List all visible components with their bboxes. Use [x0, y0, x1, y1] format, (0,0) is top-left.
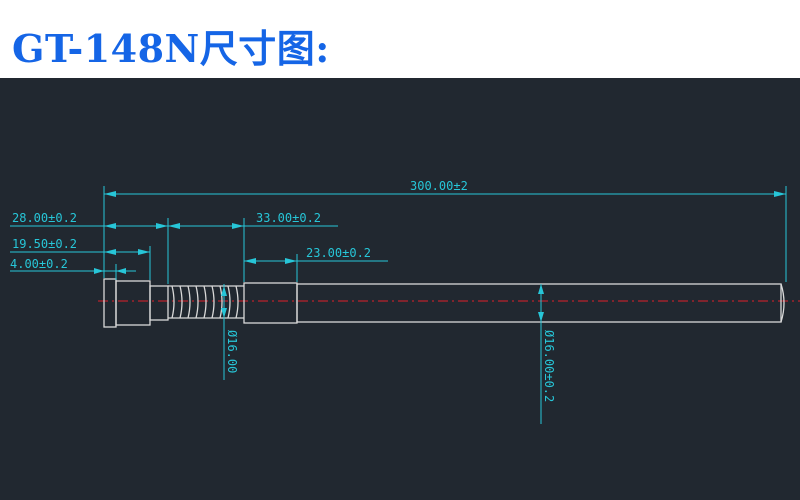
drawing-canvas: 300.00±2 28.00±0.2 33.00±0.2 19.50±0.2 — [0, 78, 800, 500]
dim-28: 28.00±0.2 — [10, 211, 168, 229]
dim-4: 4.00±0.2 — [10, 257, 136, 274]
page-title: GT-148N尺寸图: — [12, 26, 330, 71]
part-outline — [103, 278, 785, 328]
dim-label-dia-rod: Ø16.00±0.2 — [542, 330, 556, 402]
dim-23: 23.00±0.2 — [244, 246, 388, 264]
collar — [115, 280, 151, 326]
dim-spring-diameter: Ø16.00 — [221, 284, 239, 380]
dim-rod-diameter: Ø16.00±0.2 — [538, 284, 556, 424]
dim-label-23: 23.00±0.2 — [306, 246, 371, 260]
dim-label-19: 19.50±0.2 — [12, 237, 77, 251]
dim-label-28: 28.00±0.2 — [12, 211, 77, 225]
dim-overall-length: 300.00±2 — [104, 179, 786, 197]
rod-tip — [780, 283, 785, 323]
spring — [168, 285, 244, 319]
rod — [296, 283, 782, 323]
dim-33: 33.00±0.2 — [168, 211, 338, 229]
sleeve — [243, 282, 298, 324]
extension-lines — [103, 186, 787, 284]
technical-drawing: 300.00±2 28.00±0.2 33.00±0.2 19.50±0.2 — [10, 179, 800, 424]
end-cap — [103, 278, 117, 328]
dim-label-300: 300.00±2 — [410, 179, 468, 193]
dim-label-4: 4.00±0.2 — [10, 257, 68, 271]
collar-neck — [149, 285, 169, 321]
dim-19: 19.50±0.2 — [10, 237, 150, 255]
header: GT-148N尺寸图: — [0, 0, 800, 78]
dim-label-dia-spring: Ø16.00 — [225, 330, 239, 373]
dim-label-33: 33.00±0.2 — [256, 211, 321, 225]
